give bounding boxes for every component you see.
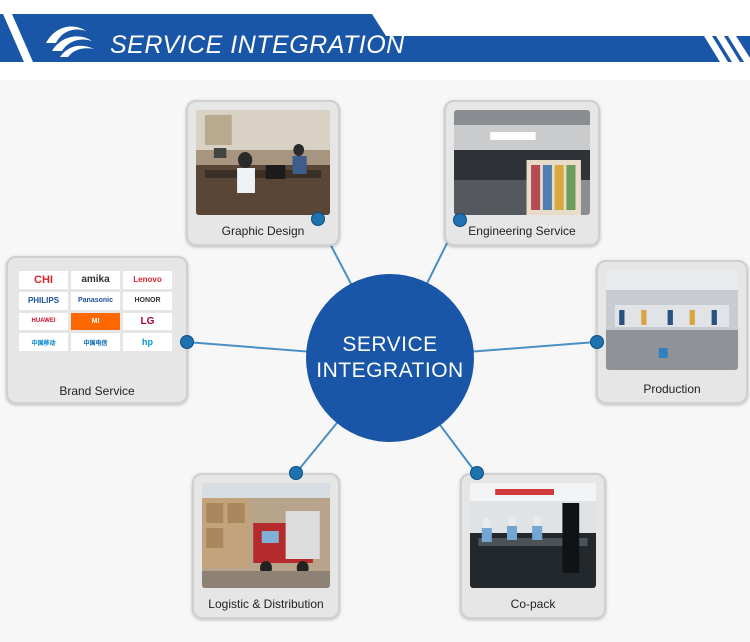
graphic-design-label: Graphic Design [221, 224, 305, 238]
co-pack-card[interactable]: Co-pack [460, 473, 606, 619]
brand-logo: PHILIPS [19, 291, 68, 310]
logistic-distribution-label: Logistic & Distribution [208, 597, 324, 611]
service-integration-hub: SERVICE INTEGRATION [306, 274, 474, 442]
connector-dot-logistic-distribution [289, 466, 303, 480]
production-card[interactable]: Production [596, 260, 748, 404]
logistic-distribution-photo [202, 483, 330, 588]
connector-dot-co-pack [470, 466, 484, 480]
connector-dot-graphic-design [311, 212, 325, 226]
production-photo [606, 270, 738, 370]
hub-line-1: SERVICE [342, 333, 438, 356]
engineering-service-photo [454, 110, 590, 215]
brand-logo: LG [123, 312, 172, 331]
brand-logo: Lenovo [123, 271, 172, 289]
brand-logo: 中国电信 [71, 333, 120, 351]
brand-logos-grid: CHI amika Lenovo PHILIPS Panasonic HONOR… [16, 268, 175, 354]
logo-icon [46, 26, 94, 57]
connector-dot-production [590, 335, 604, 349]
banner-shape [0, 14, 750, 62]
header-banner: SERVICE INTEGRATION [0, 14, 750, 64]
hub-line-2: INTEGRATION [316, 359, 464, 382]
graphic-design-photo [196, 110, 330, 215]
co-pack-photo [470, 483, 596, 588]
logistic-distribution-card[interactable]: Logistic & Distribution [192, 473, 340, 619]
brand-logo: CHI [19, 271, 68, 289]
page-title: SERVICE INTEGRATION [110, 31, 405, 59]
production-label: Production [643, 382, 701, 396]
engineering-service-label: Engineering Service [468, 224, 576, 238]
brand-logo: 中国移动 [19, 333, 68, 351]
connector-dot-brand-service [180, 335, 194, 349]
brand-logo: amika [71, 271, 120, 289]
brand-logo: hp [123, 333, 172, 351]
graphic-design-card[interactable]: Graphic Design [186, 100, 340, 246]
brand-logo: HUAWEI [19, 312, 68, 331]
brand-service-label: Brand Service [59, 384, 135, 398]
engineering-service-card[interactable]: Engineering Service [444, 100, 600, 246]
brand-logo: MI [71, 312, 120, 331]
brand-logo: Panasonic [71, 291, 120, 310]
brand-logo: HONOR [123, 291, 172, 310]
co-pack-label: Co-pack [510, 597, 556, 611]
connector-dot-engineering-service [453, 213, 467, 227]
